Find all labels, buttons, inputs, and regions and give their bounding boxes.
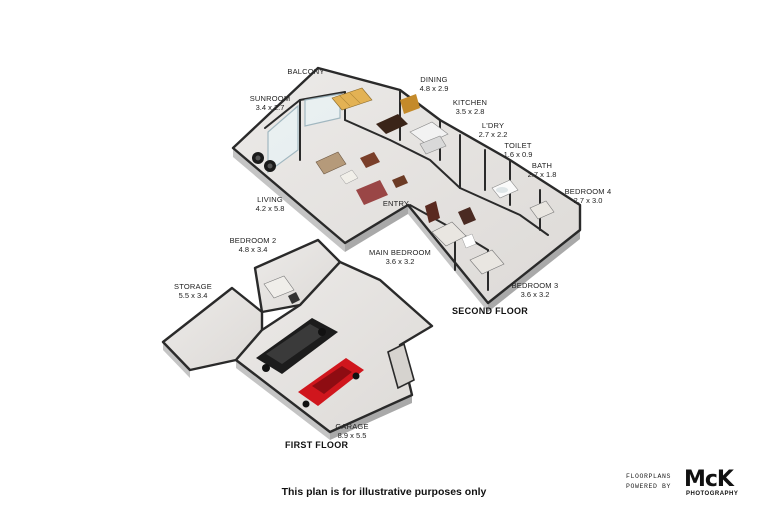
room-label-balcony: BALCONY	[287, 67, 325, 76]
bath-fixtures	[491, 179, 519, 199]
room-label-toilet: TOILET 1.6 x 0.9	[503, 141, 533, 159]
second-floor-title: SECOND FLOOR	[452, 306, 529, 316]
dining-table	[376, 94, 420, 134]
disclaimer-text: This plan is for illustrative purposes o…	[281, 486, 487, 498]
first-floor-plan	[161, 238, 434, 440]
room-label-sunroom: SUNROOM 3.4 x 2.7	[249, 94, 291, 112]
second-floor-slab	[231, 66, 582, 305]
black-suv	[256, 318, 338, 374]
garage-floor	[234, 260, 434, 434]
room-label-bedroom-3: BEDROOM 3 3.6 x 3.2	[511, 281, 559, 299]
bedroom-furniture	[425, 200, 555, 275]
brand-sub: PHOTOGRAPHY	[686, 491, 739, 497]
brand-logo: FLOORPLANS POWERED BY McK PHOTOGRAPHY	[626, 467, 756, 500]
room-label-entry: ENTRY	[382, 199, 410, 208]
brand-mark: McK	[684, 467, 734, 492]
room-label-kitchen: KITCHEN 3.5 x 2.8	[452, 98, 488, 116]
room-label-bath: BATH 2.7 x 1.8	[527, 161, 557, 179]
sunroom-chairs	[252, 152, 276, 172]
room-label-living: LIVING 4.2 x 5.8	[255, 195, 285, 213]
room-label-main-bedroom: MAIN BEDROOM 3.6 x 3.2	[369, 248, 431, 266]
brand-line-1: FLOORPLANS	[626, 473, 672, 480]
room-label-bedroom-4: BEDROOM 4 2.7 x 3.0	[564, 187, 612, 205]
living-furniture	[315, 151, 408, 205]
balcony-furniture	[331, 87, 373, 111]
room-label-bedroom-2: BEDROOM 2 4.8 x 3.4	[229, 236, 277, 254]
brand-line-2: POWERED BY	[626, 483, 672, 490]
second-floor-plan	[231, 66, 582, 312]
room-label-storage: STORAGE 5.5 x 3.4	[174, 282, 212, 300]
room-label-dining: DINING 4.8 x 2.9	[419, 75, 449, 93]
kitchen-counters	[409, 121, 449, 155]
room-label-garage: GARAGE 8.9 x 5.5	[335, 422, 369, 440]
first-floor-title: FIRST FLOOR	[285, 440, 349, 450]
red-sports-car	[298, 358, 364, 408]
room-label-laundry: L'DRY 2.7 x 2.2	[478, 121, 508, 139]
